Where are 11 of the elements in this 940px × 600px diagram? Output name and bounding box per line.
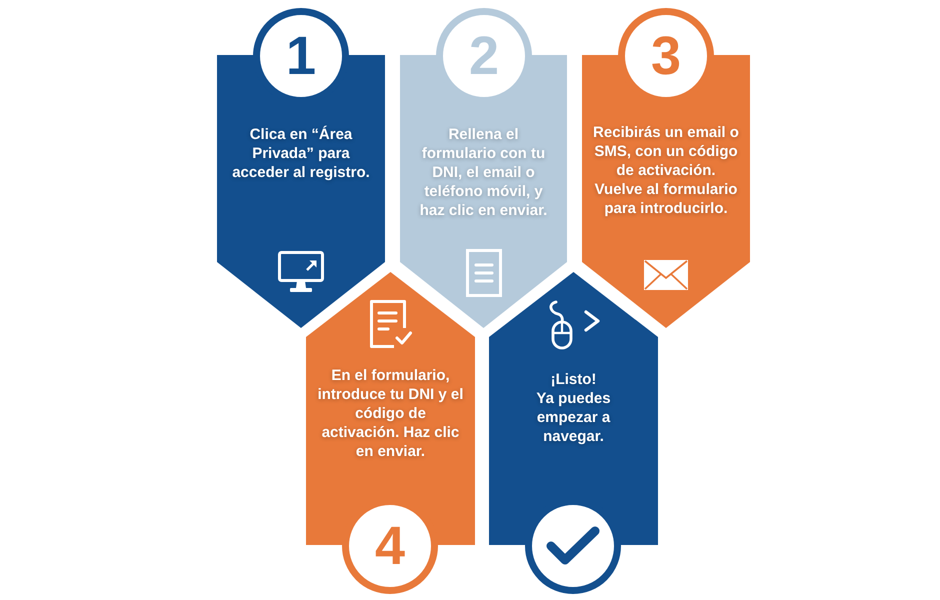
step-text: En el formulario, introduce tu DNI y el código de activación. Haz clic en enviar.: [318, 366, 464, 461]
step-number: 4: [374, 519, 406, 573]
step-number: 3: [650, 29, 682, 83]
step-text: Clica en “Área Privada” para acceder al registro.: [231, 125, 371, 182]
step-text: Ya puedes empezar a navegar.: [535, 389, 612, 446]
step-banner: [489, 272, 658, 545]
step-number: 2: [468, 29, 500, 83]
step-text: Rellena el formulario con tu DNI, el email o teléfono móvil, y haz clic en enviar.: [418, 125, 548, 220]
step-number: 1: [286, 29, 316, 83]
step-text: ¡Listo!: [550, 370, 596, 389]
step-text: Recibirás un email o SMS, con un código de activación. Vuelve al formulario para introducirlo.: [593, 123, 739, 218]
